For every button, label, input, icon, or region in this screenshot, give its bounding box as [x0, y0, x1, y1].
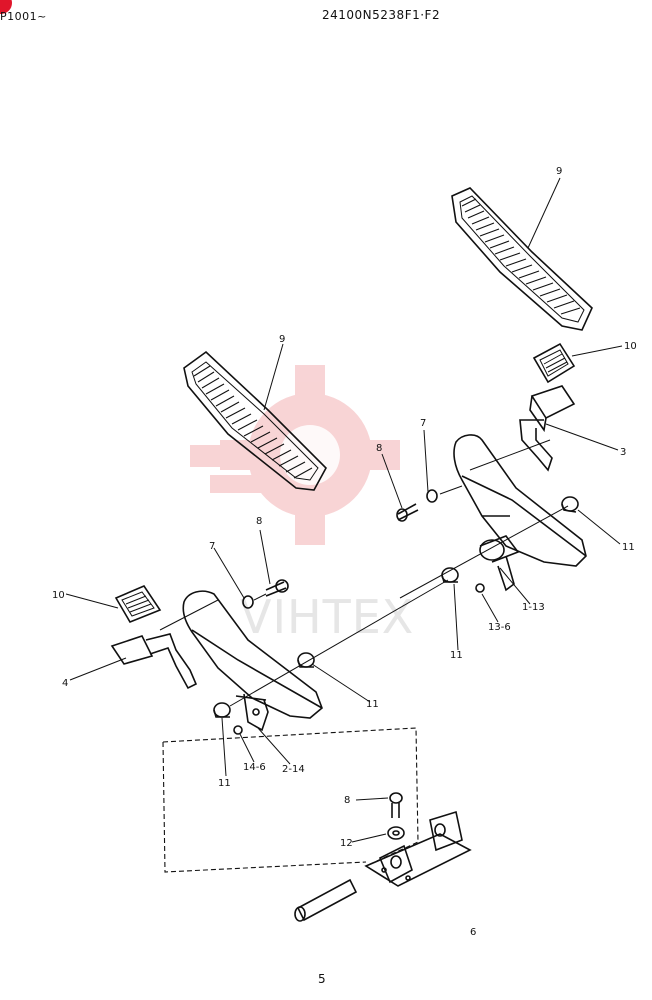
- part-number: 24100N5238F1·F2: [322, 8, 441, 22]
- pedal-pad-right: [451, 187, 593, 331]
- ring-14-6: [233, 725, 243, 735]
- callout-3: 3: [620, 447, 626, 458]
- small-pad-right: [532, 342, 576, 384]
- washer-7-left: [242, 595, 254, 609]
- bracket-4: [110, 633, 198, 690]
- callout-11-a: 11: [622, 542, 635, 553]
- shaft-lines: [159, 439, 569, 707]
- rod: [294, 878, 358, 922]
- callout-13-6: 13-6: [488, 622, 511, 633]
- bracket-3: [519, 385, 576, 472]
- callout-8-bottom: 8: [344, 795, 350, 806]
- callout-9-left: 9: [279, 334, 285, 345]
- bolt-8-right: [396, 503, 419, 522]
- callout-2-14: 2-14: [282, 764, 305, 775]
- washer-7-right: [426, 489, 438, 503]
- page-number: 5: [318, 972, 327, 986]
- callout-10-left: 10: [52, 590, 65, 601]
- base-bracket-6: [364, 810, 472, 887]
- nut-12: [387, 826, 405, 840]
- bushing-11-a: [561, 496, 579, 513]
- small-pad-left: [114, 585, 162, 623]
- callout-4: 4: [62, 678, 68, 689]
- bushing-11-c: [297, 652, 315, 668]
- watermark-gear-icon: [190, 365, 400, 545]
- callout-6: 6: [470, 927, 476, 938]
- callout-8-right: 8: [376, 443, 382, 454]
- brand-mark: [0, 0, 12, 14]
- callout-7-right: 7: [420, 418, 426, 429]
- callout-9-right: 9: [556, 166, 562, 177]
- pedal-arm-1-13: [453, 434, 587, 592]
- callout-11-c: 11: [366, 699, 379, 710]
- ring-13-6: [475, 583, 485, 593]
- callout-11-b: 11: [450, 650, 463, 661]
- callout-11-d: 11: [218, 778, 231, 789]
- bushing-11-d: [213, 702, 231, 718]
- pedal-pad-left: [183, 350, 327, 491]
- callout-12: 12: [340, 838, 353, 849]
- bolt-8-left: [265, 579, 289, 597]
- callout-8-left: 8: [256, 516, 262, 527]
- callout-1-13: 1-13: [522, 602, 545, 613]
- bolt-8-bottom: [389, 792, 403, 818]
- callout-7-left: 7: [209, 541, 215, 552]
- pedal-arm-2-14: [182, 590, 323, 732]
- serial-range: P1001~: [0, 10, 47, 23]
- callout-14-6: 14-6: [243, 762, 266, 773]
- callout-10-right: 10: [624, 341, 637, 352]
- leader-lines: [65, 177, 623, 843]
